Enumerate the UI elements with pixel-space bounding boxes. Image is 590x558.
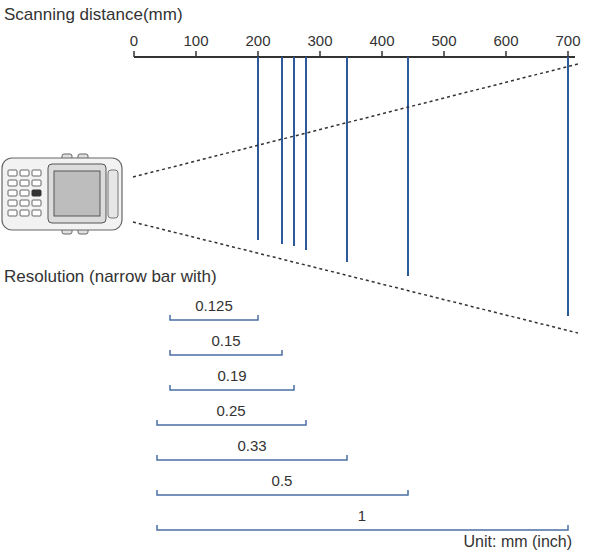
axis-tick — [381, 51, 383, 57]
range-bracket — [170, 315, 258, 320]
keypad-key — [32, 180, 41, 186]
resolution-value: 0.33 — [237, 437, 266, 455]
distance-line — [305, 57, 307, 250]
axis-tick — [133, 51, 135, 57]
screen-frame — [48, 164, 106, 223]
unit-note: Unit: mm (inch) — [464, 532, 572, 551]
section-heading: Resolution (narrow bar with) — [4, 267, 217, 287]
keypad-key — [32, 210, 41, 216]
range-bracket — [157, 455, 347, 460]
scanner-body — [2, 158, 122, 230]
axis-tick-label: 0 — [130, 32, 138, 50]
keypad-key — [20, 180, 29, 186]
keypad-key — [32, 170, 41, 176]
resolution-value: 0.25 — [216, 402, 245, 420]
keypad-key — [20, 210, 29, 216]
axis-tick — [257, 51, 259, 57]
axis-tick — [195, 51, 197, 57]
keypad-key — [20, 200, 29, 206]
range-bracket — [170, 350, 282, 355]
scan-window — [108, 170, 118, 218]
resolution-value: 1 — [358, 507, 366, 525]
resolution-value: 0.19 — [217, 367, 246, 385]
distance-axis — [134, 56, 575, 58]
keypad-key — [8, 190, 17, 196]
distance-line — [293, 57, 295, 246]
axis-tick-label: 600 — [493, 32, 518, 50]
distance-line — [281, 57, 283, 244]
axis-tick-label: 700 — [555, 32, 580, 50]
axis-tick-label: 400 — [369, 32, 394, 50]
range-bracket — [157, 525, 568, 530]
keypad-key — [8, 180, 17, 186]
resolution-value: 0.5 — [272, 472, 293, 490]
axis-tick-label: 100 — [183, 32, 208, 50]
resolution-value: 0.125 — [195, 297, 233, 315]
range-bracket — [170, 385, 294, 390]
range-bracket — [157, 420, 306, 425]
scan-beam-edge — [133, 64, 578, 177]
axis-tick — [505, 51, 507, 57]
distance-line — [567, 57, 569, 316]
keypad-key — [8, 210, 17, 216]
range-bracket — [157, 490, 408, 495]
axis-tick — [443, 51, 445, 57]
keypad-key — [8, 200, 17, 206]
keypad-key — [20, 190, 29, 196]
distance-line — [346, 57, 348, 262]
keypad-key — [32, 190, 41, 196]
distance-line — [257, 57, 259, 240]
keypad-key — [8, 170, 17, 176]
keypad-key — [20, 170, 29, 176]
axis-tick-label: 500 — [431, 32, 456, 50]
axis-tick-label: 200 — [245, 32, 270, 50]
axis-tick — [567, 51, 569, 57]
axis-tick-label: 300 — [307, 32, 332, 50]
axis-tick — [319, 51, 321, 57]
resolution-value: 0.15 — [211, 332, 240, 350]
keypad-key — [32, 200, 41, 206]
axis-title: Scanning distance(mm) — [4, 5, 183, 25]
distance-line — [407, 57, 409, 276]
device-screen — [54, 171, 100, 216]
